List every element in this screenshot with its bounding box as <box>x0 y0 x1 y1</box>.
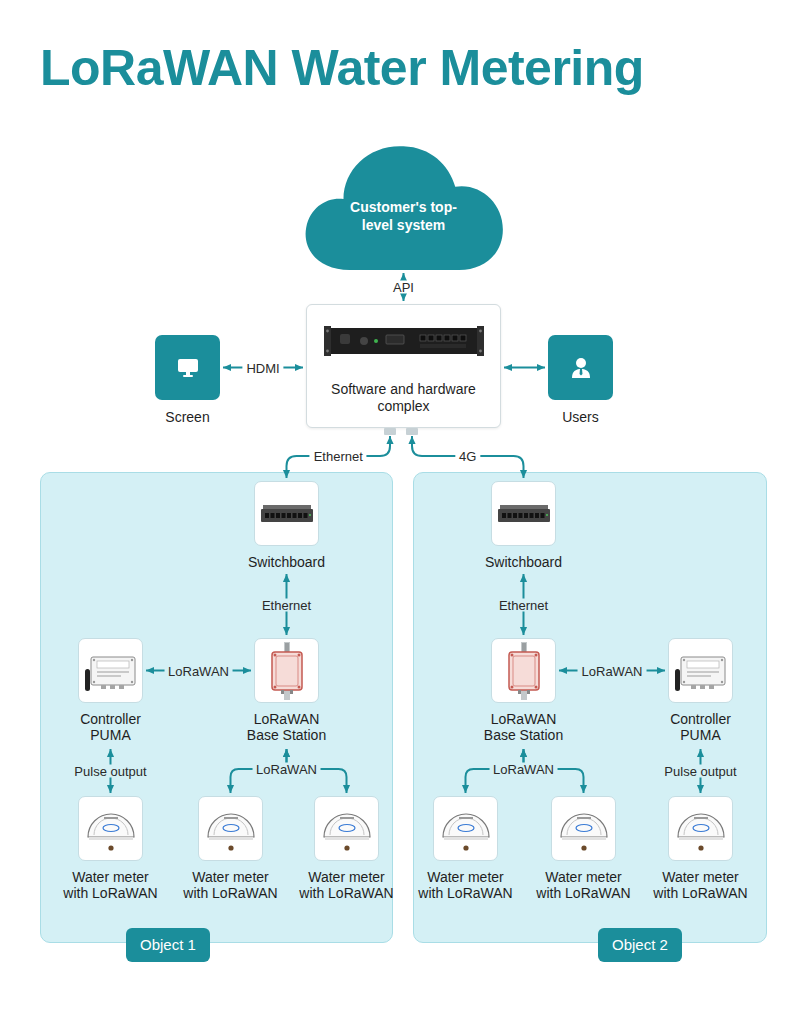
device-tile <box>668 796 733 861</box>
device-card: Controller PUMA <box>78 638 143 746</box>
base-station-illustration <box>504 642 544 700</box>
device-card: Water meter with LoRaWAN <box>78 796 143 904</box>
device-card: LoRaWAN Base Station <box>491 638 556 746</box>
edge-label: Ethernet <box>495 598 552 611</box>
icon-node: Screen <box>155 335 220 400</box>
device-card: Switchboard <box>254 481 319 571</box>
object-tab: Object 1 <box>126 928 210 962</box>
icon-label: Users <box>518 409 643 425</box>
server-rack-illustration <box>324 319 484 363</box>
monitor-icon <box>177 358 199 378</box>
edge-label: Ethernet <box>310 450 367 463</box>
switch-illustration <box>496 499 552 529</box>
cloud-node: Customer's top-level system <box>300 128 507 270</box>
device-label: LoRaWAN Base Station <box>480 711 568 743</box>
box-label: Software and hardware complex <box>319 381 488 415</box>
device-tile <box>433 796 498 861</box>
cloud-title: Customer's top-level system <box>339 198 469 234</box>
connector <box>504 367 545 369</box>
user-icon <box>571 357 591 379</box>
hardware-box: Software and hardware complex <box>306 304 501 428</box>
water-meter-illustration <box>558 805 610 853</box>
device-label: Water meter with LoRaWAN <box>649 869 753 901</box>
device-tile <box>668 638 733 703</box>
water-meter-illustration <box>85 805 137 853</box>
diagram-title: LoRaWAN Water Metering <box>40 38 644 98</box>
device-card: Switchboard <box>491 481 556 571</box>
edge-label: Pulse output <box>660 765 740 778</box>
device-label: Water meter with LoRaWAN <box>414 869 518 901</box>
device-card: Water meter with LoRaWAN <box>551 796 616 904</box>
edge-label: Pulse output <box>70 765 150 778</box>
icon-label: Screen <box>125 409 250 425</box>
device-tile <box>551 796 616 861</box>
device-label: Water meter with LoRaWAN <box>59 869 163 901</box>
base-station-illustration <box>267 642 307 700</box>
water-meter-illustration <box>321 805 373 853</box>
device-label: Water meter with LoRaWAN <box>179 869 283 901</box>
device-label: Water meter with LoRaWAN <box>532 869 636 901</box>
water-meter-illustration <box>440 805 492 853</box>
device-label: LoRaWAN Base Station <box>243 711 331 743</box>
device-label: Controller PUMA <box>66 711 156 743</box>
edge-label: LoRaWAN <box>164 664 233 677</box>
device-label: Switchboard <box>464 554 584 570</box>
device-tile <box>254 638 319 703</box>
device-card: LoRaWAN Base Station <box>254 638 319 746</box>
controller-illustration <box>83 649 139 693</box>
device-card: Water meter with LoRaWAN <box>314 796 379 904</box>
object-band: Object 2SwitchboardLoRaWAN Base StationC… <box>413 472 767 943</box>
edge-label: LoRaWAN <box>489 763 558 776</box>
edge-label: HDMI <box>242 361 283 374</box>
device-card: Water meter with LoRaWAN <box>198 796 263 904</box>
icon-tile <box>548 335 613 400</box>
object-tab: Object 2 <box>598 928 682 962</box>
port-symbol <box>406 428 418 435</box>
device-tile <box>491 638 556 703</box>
connector <box>287 436 391 478</box>
edge-label: LoRaWAN <box>578 664 647 677</box>
device-label: Water meter with LoRaWAN <box>295 869 399 901</box>
switch-illustration <box>259 499 315 529</box>
edge-label: Ethernet <box>258 598 315 611</box>
water-meter-illustration <box>205 805 257 853</box>
connector <box>412 436 524 478</box>
device-tile <box>254 481 319 546</box>
device-label: Controller PUMA <box>656 711 746 743</box>
port-symbol <box>384 428 396 435</box>
device-card: Water meter with LoRaWAN <box>668 796 733 904</box>
controller-illustration <box>673 649 729 693</box>
edge-label: 4G <box>455 450 480 463</box>
icon-tile <box>155 335 220 400</box>
icon-node: Users <box>548 335 613 400</box>
device-tile <box>491 481 556 546</box>
water-meter-illustration <box>675 805 727 853</box>
device-tile <box>78 796 143 861</box>
edge-label: API <box>389 281 418 294</box>
device-tile <box>198 796 263 861</box>
device-tile <box>78 638 143 703</box>
device-card: Water meter with LoRaWAN <box>433 796 498 904</box>
device-card: Controller PUMA <box>668 638 733 746</box>
device-tile <box>314 796 379 861</box>
edge-label: LoRaWAN <box>252 763 321 776</box>
object-band: Object 1SwitchboardController PUMALoRaWA… <box>40 472 393 943</box>
device-label: Switchboard <box>227 554 347 570</box>
